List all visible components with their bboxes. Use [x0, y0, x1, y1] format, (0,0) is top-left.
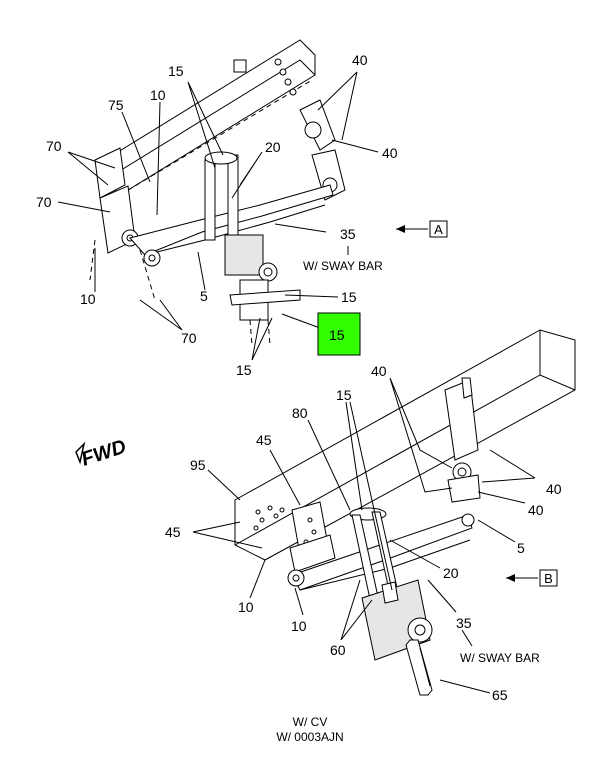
- bottom-rear-hanger: [444, 377, 481, 503]
- callout-top-70-a: 70: [46, 138, 62, 154]
- note-code: W/ 0003AJN: [276, 730, 343, 744]
- callout-top-35: 35: [340, 226, 356, 242]
- bottom-frame-rail: [234, 329, 576, 561]
- top-leaders: [57, 71, 379, 361]
- callout-top-70-b: 70: [36, 194, 52, 210]
- callout-bot-10-a: 10: [238, 599, 254, 615]
- view-b-label: B: [544, 571, 553, 586]
- callout-bot-20: 20: [443, 565, 459, 581]
- fwd-arrow-icon: [75, 441, 86, 465]
- callout-bot-5: 5: [517, 540, 525, 556]
- view-b-reference: B: [506, 569, 558, 587]
- bottom-front-hanger: [289, 501, 336, 573]
- callout-bot-60: 60: [330, 642, 346, 658]
- callout-bot-80: 80: [292, 405, 308, 421]
- top-rear-hanger: [299, 99, 346, 201]
- top-assembly: A 15 75 10 70 20 40 40 70 35 W/ SWAY BAR…: [36, 39, 448, 378]
- callout-bot-40-b: 40: [546, 481, 562, 497]
- top-front-hanger: [89, 147, 156, 301]
- callout-top-15-c: 15: [236, 362, 252, 378]
- callout-bot-35: 35: [456, 615, 472, 631]
- callout-bot-45-a: 45: [256, 432, 272, 448]
- note-top-sway-bar: W/ SWAY BAR: [303, 259, 383, 273]
- fwd-indicator: FWD: [75, 436, 129, 471]
- callout-bot-40-c: 40: [528, 502, 544, 518]
- callout-bot-65: 65: [492, 687, 508, 703]
- callout-top-40-b: 40: [382, 145, 398, 161]
- callout-top-75: 75: [108, 97, 124, 113]
- callout-top-15-highlight: 15: [329, 327, 345, 343]
- top-frame-rail: [104, 39, 316, 196]
- callout-bot-95: 95: [190, 457, 206, 473]
- top-u-bolts: [204, 151, 301, 346]
- bottom-leaders: [192, 377, 536, 694]
- callout-bot-10-b: 10: [291, 618, 307, 634]
- view-a-reference: A: [396, 220, 448, 238]
- callout-top-20: 20: [265, 139, 281, 155]
- callout-top-15-b: 15: [341, 289, 357, 305]
- callout-top-10-a: 10: [150, 87, 166, 103]
- highlight-box: [317, 312, 361, 356]
- bottom-axle: [361, 579, 433, 696]
- note-cv: W/ CV: [293, 715, 328, 729]
- callout-top-15-a: 15: [168, 63, 184, 79]
- callout-top-70-c: 70: [181, 330, 197, 346]
- callout-bot-40-a: 40: [371, 363, 387, 379]
- fwd-label: FWD: [79, 436, 129, 471]
- callout-top-40-a: 40: [352, 52, 368, 68]
- callout-top-5: 5: [200, 288, 208, 304]
- view-a-label: A: [434, 222, 443, 237]
- callout-top-10-b: 10: [80, 291, 96, 307]
- note-bot-sway-bar: W/ SWAY BAR: [460, 651, 540, 665]
- callout-bot-15: 15: [336, 387, 352, 403]
- callout-bot-45-b: 45: [165, 524, 181, 540]
- highlighted-callout: 15: [317, 312, 361, 356]
- bottom-assembly: B 15 40 80 45 95 40 40 45 5 20 10 10 35 …: [165, 329, 576, 703]
